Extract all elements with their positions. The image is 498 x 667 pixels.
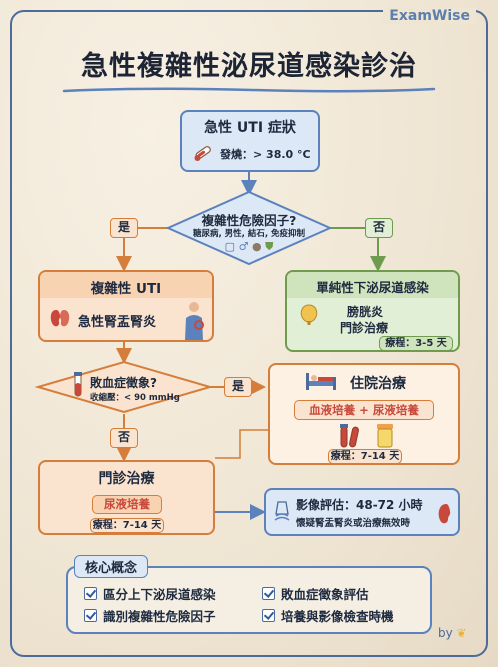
complicated-uti-title: 複雜性 UTI: [90, 281, 162, 297]
male-icon: ♂: [238, 240, 249, 253]
simple-course-badge: 療程：3-5 天: [379, 336, 453, 351]
kidney-icon: [50, 310, 70, 327]
page-title: 急性複雜性泌尿道感染診治: [81, 51, 417, 82]
core-item-3: 識別複雜性危險因子: [84, 606, 216, 625]
imaging-title: 影像評估：48-72 小時: [296, 498, 423, 512]
immune-shield-icon: ⛊: [265, 240, 274, 253]
blood-tube-icon: [74, 372, 82, 397]
checkbox-icon: [262, 587, 275, 600]
fever-criterion: 發燒：> 38.0 °C: [220, 148, 311, 161]
leaf-logo-icon: ❦: [456, 626, 467, 640]
inpatient-culture-badge: 血液培養 + 尿液培養: [294, 400, 434, 420]
core-item-1: 區分上下泌尿道感染: [84, 584, 216, 603]
checkbox-icon: [262, 609, 275, 622]
outpatient-box: 門診治療 尿液培養 療程：7-14 天: [38, 460, 215, 535]
title-underline: [62, 87, 436, 93]
outpatient-course-badge: 療程：7-14 天: [90, 518, 164, 533]
outpatient-culture-badge: 尿液培養: [92, 495, 162, 514]
flank-pain-patient-icon: [185, 302, 204, 340]
hospital-bed-icon: [306, 373, 336, 390]
no-label-sepsis: 否: [110, 428, 138, 448]
checkbox-icon: [84, 587, 97, 600]
bladder-icon: [300, 304, 318, 325]
core-item-2: 敗血症徵象評估: [262, 584, 369, 603]
sepsis-detail: 收縮壓：< 90 mmHg: [90, 393, 180, 403]
symptom-box: 急性 UTI 症狀 發燒：> 38.0 °C: [180, 110, 320, 172]
symptom-title: 急性 UTI 症狀: [204, 120, 296, 136]
inpatient-course-badge: 療程：7-14 天: [328, 449, 402, 464]
core-concepts-title: 核心概念: [74, 555, 149, 578]
outer-frame: [10, 10, 488, 657]
simple-uti-box: 單純性下泌尿道感染 膀胱炎 門診治療 療程：3-5 天: [285, 270, 460, 352]
risk-question: 複雜性危險因子?: [201, 213, 297, 228]
core-concepts-panel: [66, 566, 432, 634]
outpatient-title: 門診治療: [98, 471, 155, 487]
footer-by: by ❦: [438, 626, 467, 640]
inpatient-title: 住院治療: [350, 376, 406, 392]
risk-factors: 糖尿病, 男性, 結石, 免疫抑制: [192, 229, 306, 239]
thermometer-icon: [194, 146, 211, 161]
sugar-cube-icon: ▢: [224, 240, 236, 253]
urine-cup-icon: [377, 424, 393, 448]
complicated-uti-box: 複雜性 UTI 急性腎盂腎炎: [38, 270, 214, 342]
yes-label-sepsis: 是: [224, 377, 252, 397]
core-item-4: 培養與影像檢查時機: [262, 606, 394, 625]
stone-icon: ●: [251, 240, 262, 253]
pyelonephritis-label: 急性腎盂腎炎: [78, 315, 157, 330]
cystitis-label: 膀胱炎: [347, 305, 384, 319]
imaging-box: 影像評估：48-72 小時 懷疑腎盂腎炎或治療無效時: [264, 488, 460, 536]
sepsis-question: 敗血症徵象?: [90, 376, 157, 390]
yes-label-risk: 是: [110, 218, 138, 238]
brand-label: ExamWise: [383, 8, 476, 24]
blood-vials-icon: [340, 424, 359, 448]
imaging-detail: 懷疑腎盂腎炎或治療無效時: [296, 518, 411, 529]
checkbox-icon: [84, 609, 97, 622]
kidney-small-icon: [438, 504, 451, 524]
no-label-risk: 否: [365, 218, 393, 238]
simple-outpatient-label: 門診治療: [340, 321, 389, 335]
ultrasound-probe-icon: [274, 501, 290, 521]
inpatient-box: 住院治療 血液培養 + 尿液培養 療程：7-14 天: [268, 363, 460, 465]
simple-uti-title: 單純性下泌尿道感染: [316, 280, 429, 295]
risk-factor-icons: ▢ ♂ ● ⛊: [200, 240, 298, 254]
